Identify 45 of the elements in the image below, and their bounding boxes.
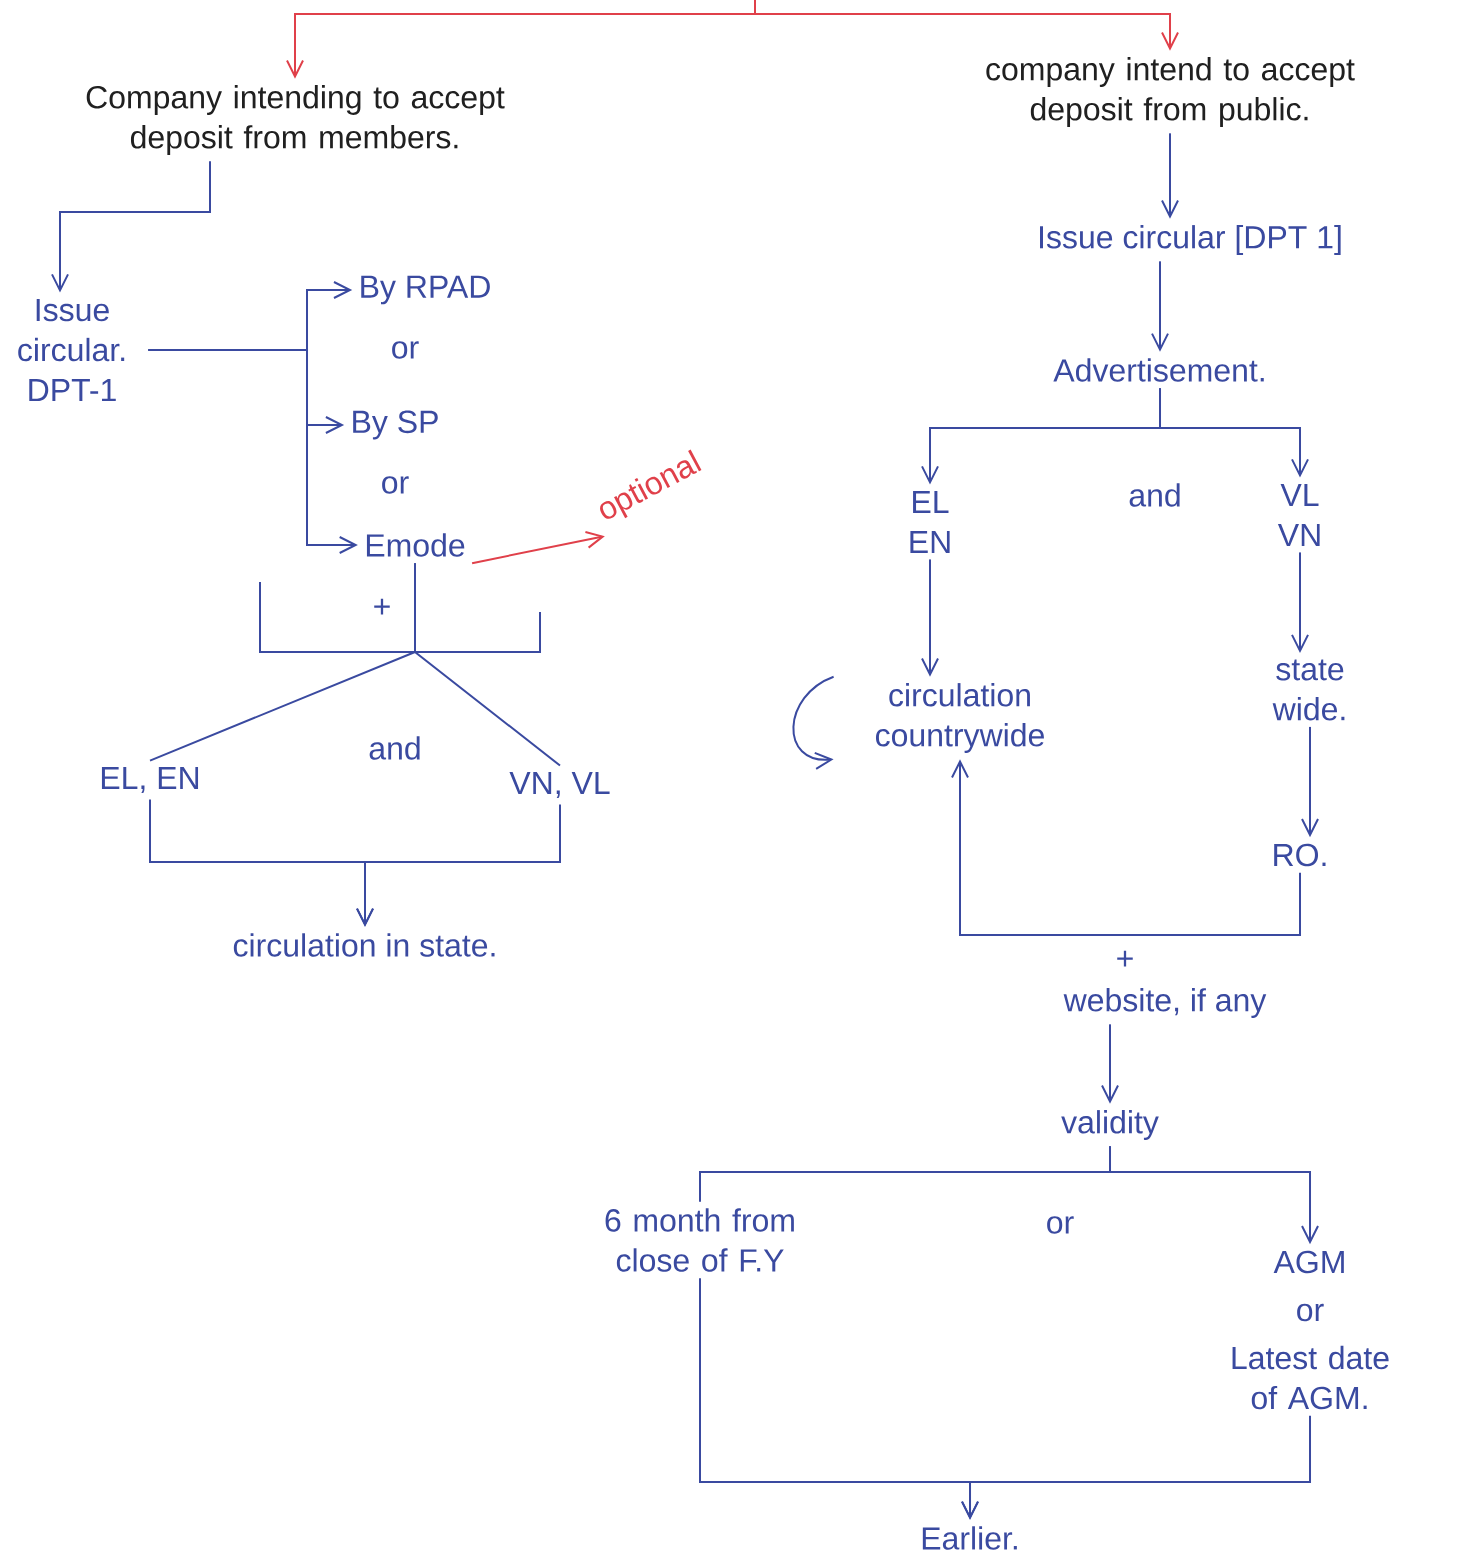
step-text: company intend to accept deposit from public. [986, 57, 1355, 127]
arrow [356, 803, 561, 927]
connector-word: or [1047, 1216, 1074, 1234]
step-text: Advertisement. [1053, 358, 1264, 382]
arrow [754, 0, 1179, 51]
step-text: state wide. [1272, 659, 1345, 721]
step-text: validity [1061, 1110, 1159, 1140]
step-text: AGM or Latest date of AGM. [1232, 1250, 1389, 1410]
step-text: Emode [366, 533, 465, 557]
arrow [1109, 1145, 1319, 1245]
step-text: By SP [353, 410, 438, 440]
arrow [147, 349, 358, 554]
step-text: circulation in state. [233, 933, 495, 957]
step-text: Issue circular [DPT 1] [1040, 225, 1341, 255]
connector-word: and [369, 736, 420, 760]
step-text: VN, VL [509, 771, 610, 799]
arrow [471, 530, 605, 565]
connector-line [414, 562, 561, 767]
step-text: Company intending to accept deposit from members. [86, 85, 505, 155]
connector-word: or [392, 341, 419, 359]
step-text: Issue circular. DPT-1 [18, 299, 125, 401]
step-text: website, if any [1063, 988, 1267, 1018]
step-text: 6 month from close of F.Y [605, 1208, 794, 1272]
step-text: EL EN [910, 491, 950, 553]
step-text: Earlier. [922, 1526, 1017, 1550]
plus-sign: + [1117, 950, 1133, 967]
step-text: By RPAD [361, 275, 490, 305]
arrow [1161, 132, 1179, 219]
arrow [1291, 551, 1309, 654]
arrow [951, 759, 1301, 936]
arrow [1151, 260, 1169, 352]
step-text: RO. [1274, 843, 1326, 867]
step-text: circulation countrywide [876, 683, 1044, 753]
arrow [1159, 387, 1309, 478]
step-text: VL VN [1277, 484, 1320, 546]
arrow [961, 1414, 1311, 1520]
plus-sign: + [374, 598, 390, 615]
connector-word: or [382, 476, 409, 494]
arrow [1301, 725, 1319, 838]
loop-arrow [792, 675, 835, 770]
arrow [51, 160, 211, 293]
arrow [921, 558, 939, 677]
connector-word: and [1129, 483, 1180, 507]
step-text: EL, EN [101, 766, 199, 794]
arrow [1101, 1023, 1119, 1104]
